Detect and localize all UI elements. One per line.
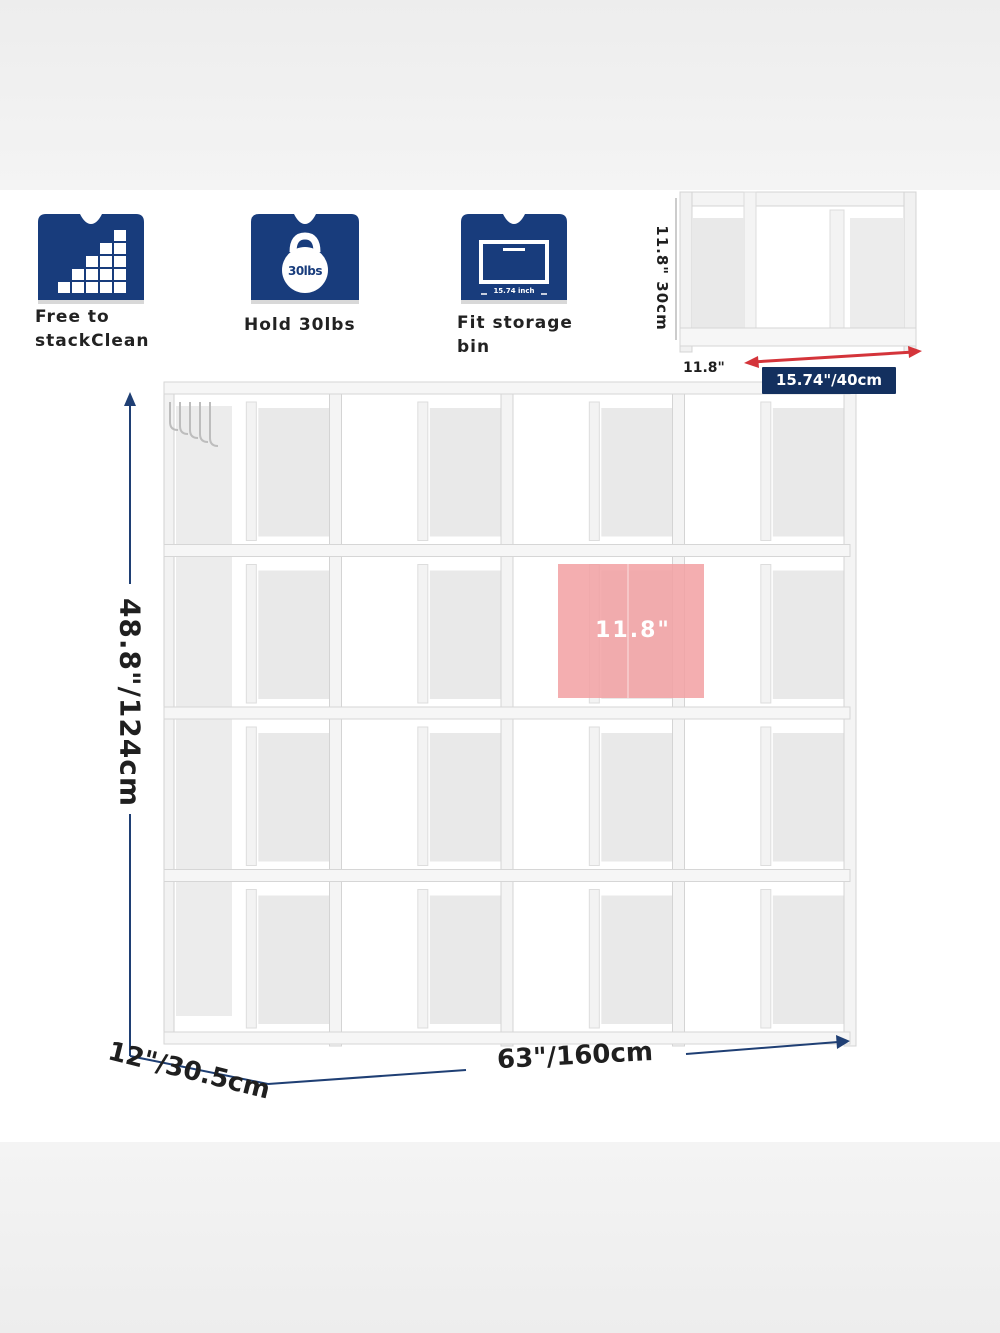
storage-bin-size-badge: 15.74 inch	[487, 287, 541, 296]
cube-back-panel	[772, 895, 845, 1024]
feature-label-bin: Fit storage bin	[457, 313, 573, 357]
cube-inner-post	[245, 726, 257, 866]
cube-inner-post	[245, 564, 257, 704]
cube-back-panel	[429, 408, 502, 537]
side-hooks	[169, 402, 219, 447]
product-photo: 30lbs 15.74 inch Free to stackClean Hold…	[0, 190, 1000, 1142]
cube-inner-post	[760, 889, 772, 1029]
shelf-board	[163, 869, 851, 882]
cube-inner-post	[588, 889, 600, 1029]
cube-inner-post	[588, 726, 600, 866]
single-cube-diagram	[675, 191, 922, 368]
cube-back-panel	[258, 895, 331, 1024]
cube-back-panel	[772, 733, 845, 862]
cube-inner-post	[760, 564, 772, 704]
cube-back-panel	[429, 570, 502, 699]
single-cube-width-badge: 15.74"/40cm	[762, 367, 896, 394]
cube-inner-post	[588, 401, 600, 541]
cube-inner-post	[417, 726, 429, 866]
highlighted-cube	[558, 564, 704, 698]
cube-back-panel	[601, 895, 674, 1024]
shelf-board	[163, 381, 851, 395]
cube-back-panel	[601, 408, 674, 537]
cube-inner-post	[245, 889, 257, 1029]
cube-back-panel	[429, 733, 502, 862]
cube-back-panel	[429, 895, 502, 1024]
shelf-height-label: 48.8"/124cm	[113, 597, 147, 808]
cube-inner-post	[760, 726, 772, 866]
kettlebell-icon	[251, 214, 359, 304]
bottom-blur-band	[0, 1142, 1000, 1333]
feature-label-stack: Free to stackClean	[35, 307, 150, 351]
cube-back-panel	[258, 733, 331, 862]
cube-back-panel	[258, 570, 331, 699]
top-blur-band	[0, 0, 1000, 190]
cube-back-panel	[772, 570, 845, 699]
highlight-cube-label: 11.8"	[595, 618, 671, 643]
cube-inner-post	[417, 564, 429, 704]
feature-label-weight: Hold 30lbs	[244, 315, 356, 335]
cube-back-panel	[601, 733, 674, 862]
cube-inner-post	[245, 401, 257, 541]
kettlebell-weight-badge: 30lbs	[287, 264, 323, 278]
cube-inner-post	[417, 889, 429, 1029]
stack-cubes-icon	[38, 214, 144, 304]
cube-back-panel	[258, 408, 331, 537]
cube-inner-post	[760, 401, 772, 541]
cube-shelf-diagram	[124, 381, 857, 1085]
shelf-board	[163, 1031, 851, 1045]
shelf-board	[163, 706, 851, 720]
single-cube-depth-inches: 11.8"	[683, 360, 725, 376]
shelf-board	[163, 544, 851, 557]
cube-back-panel	[772, 408, 845, 537]
cube-inner-post	[417, 401, 429, 541]
